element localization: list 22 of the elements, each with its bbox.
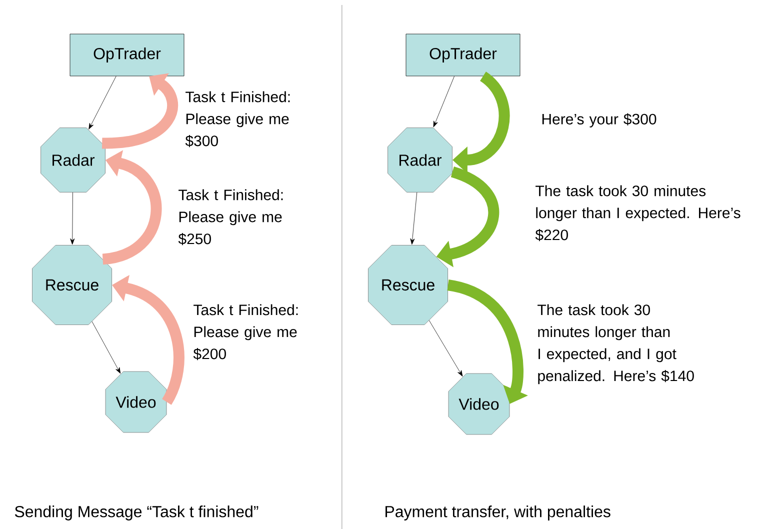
arrow	[70, 192, 75, 245]
edge-label: Here’s your $300	[542, 113, 656, 128]
arrow	[433, 76, 455, 128]
panel-caption: Payment transfer, with penalties	[386, 506, 610, 520]
octagon-node: Video	[448, 373, 510, 435]
process-box: OpTrader	[406, 34, 520, 76]
octagon-node: Rescue	[368, 245, 448, 325]
edge-label: The task took 30 minutes longer than I expected. Here’s $220	[535, 185, 740, 242]
octagon-node: Radar	[388, 128, 452, 192]
arrow	[92, 321, 121, 374]
octagon-node: Rescue	[32, 245, 112, 325]
edge-label: Task t Finished: Please give me $250	[178, 189, 283, 246]
arrow	[88, 76, 116, 130]
panel-caption: Sending Message “Task t finished”	[14, 506, 258, 520]
arrow	[428, 320, 463, 376]
edge-label: Task t Finished: Please give me $300	[185, 91, 290, 148]
arrow	[410, 192, 418, 245]
edge-label: Task t Finished: Please give me $200	[193, 304, 298, 360]
octagon-node: Video	[105, 371, 167, 433]
edge-label: The task took 30 minutes longer than I expected, and I got penalized. Here’s $140	[538, 304, 694, 384]
process-box: OpTrader	[70, 34, 184, 76]
octagon-node: Radar	[40, 128, 106, 192]
